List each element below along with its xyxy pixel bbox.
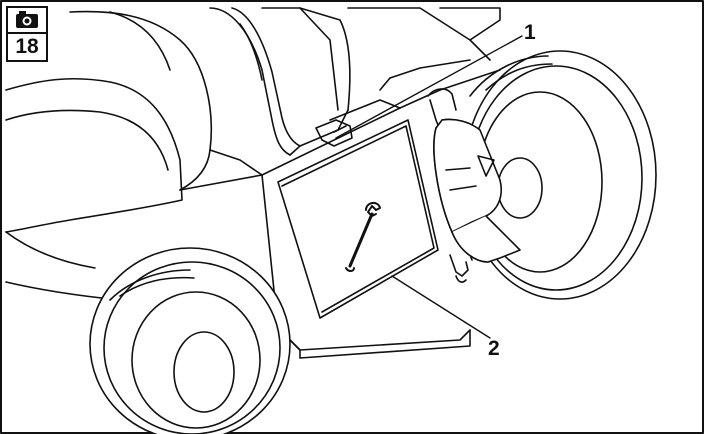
figure-badge: 18 — [6, 6, 48, 62]
leader-line-1 — [336, 36, 522, 138]
camera-icon — [8, 8, 46, 34]
callout-2: 2 — [488, 337, 500, 360]
rear-wheel — [434, 51, 656, 299]
leader-line-2 — [392, 276, 490, 338]
callout-1: 1 — [524, 21, 536, 44]
wrench-icon — [350, 214, 372, 266]
figure-number: 18 — [15, 35, 39, 58]
front-wheel — [90, 248, 300, 434]
housing — [6, 8, 500, 300]
tool-compartment-cover — [278, 120, 438, 318]
